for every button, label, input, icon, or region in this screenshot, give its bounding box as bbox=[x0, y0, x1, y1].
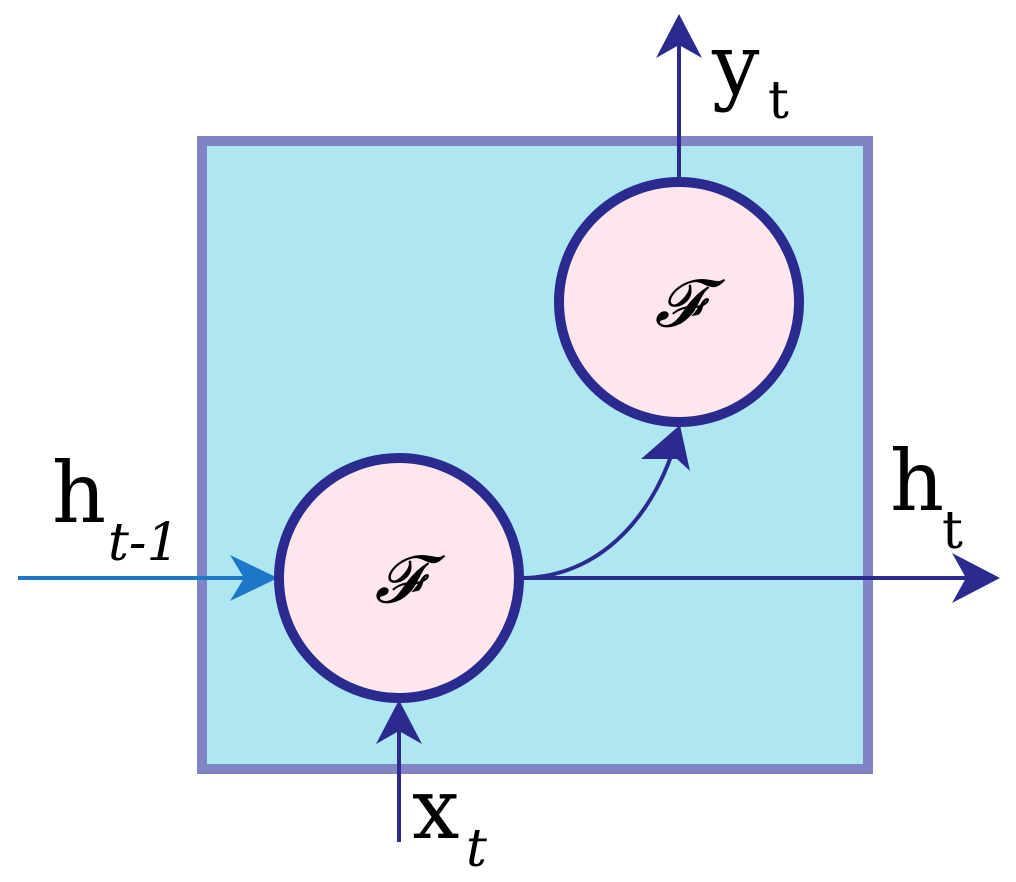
label-x-in-sub: t bbox=[466, 819, 487, 879]
bottom-node: 𝓕 bbox=[274, 453, 524, 703]
hidden-to-output-arrow bbox=[519, 425, 690, 580]
label-x-in: x t bbox=[412, 760, 487, 879]
y-out-arrow bbox=[656, 14, 702, 178]
label-h-prev-main: h bbox=[52, 444, 106, 542]
label-y-out-sub: t bbox=[768, 71, 789, 131]
label-h-out-sub: t bbox=[942, 501, 963, 561]
h-out-arrow bbox=[520, 553, 1000, 603]
label-y-out-main: y bbox=[711, 16, 760, 114]
x-in-arrow bbox=[376, 700, 422, 842]
label-y-out: y t bbox=[711, 16, 789, 131]
top-node: 𝓕 bbox=[554, 177, 804, 427]
h-prev-arrow bbox=[18, 555, 278, 601]
label-h-prev-sub: t-1 bbox=[108, 513, 180, 573]
label-h-prev: h t-1 bbox=[52, 444, 180, 573]
label-h-out: h t bbox=[890, 432, 963, 561]
label-x-in-main: x bbox=[412, 760, 459, 858]
label-h-out-main: h bbox=[890, 432, 944, 530]
